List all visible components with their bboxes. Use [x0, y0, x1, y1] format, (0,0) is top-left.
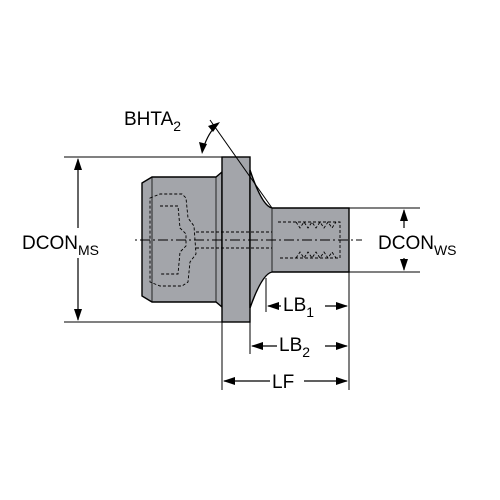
lb1-arrow-left	[267, 302, 279, 310]
lf-label-bg	[270, 368, 304, 394]
bhta-label-main: BHTA	[124, 109, 174, 130]
lb1-label-sub: 1	[306, 304, 314, 320]
hidden-thread-teeth-bottom	[295, 251, 337, 259]
dcon-ws-arrow-top	[400, 209, 408, 221]
dcon-ms-label-main: DCON	[22, 233, 78, 254]
lf-label: LF	[272, 372, 294, 393]
machine-side-shank	[141, 170, 223, 309]
dcon-ms-label-bg	[20, 228, 135, 258]
dcon-ws-label-bg	[376, 228, 486, 258]
lb1-label-bg	[281, 292, 325, 318]
hidden-bore-left-inner	[160, 205, 187, 275]
bhta-dimension: BHTA2	[124, 109, 273, 209]
hidden-bore-left	[149, 193, 197, 287]
dcon-ms-dimension: DCONMS	[20, 156, 222, 323]
bhta-label-sub: 2	[173, 118, 181, 134]
lf-arrow-left	[223, 377, 235, 385]
dcon-ws-arrow-bottom	[400, 259, 408, 271]
dcon-ws-label-sub: WS	[434, 242, 457, 258]
dcon-ms-arrow-bottom	[74, 309, 82, 321]
lb1-label: LB1	[283, 295, 314, 320]
dcon-ws-dimension: DCONWS	[349, 207, 486, 273]
lb2-label-main: LB	[279, 335, 302, 356]
lb2-label-bg	[277, 332, 325, 358]
lf-arrow-right	[336, 377, 348, 385]
bhta-arrow-upper	[208, 122, 220, 132]
lb2-arrow-right	[336, 342, 348, 350]
hidden-thread-teeth-top	[295, 221, 337, 229]
dcon-ws-label: DCONWS	[378, 233, 457, 258]
bhta-arrow-lower	[199, 142, 207, 154]
dcon-ms-label: DCONMS	[22, 233, 99, 258]
lb1-label-main: LB	[283, 295, 306, 316]
workpiece-side-neck	[249, 169, 350, 309]
lb1-arrow-right	[336, 302, 348, 310]
bhta-leader-line	[209, 119, 273, 209]
bhta-label: BHTA2	[124, 109, 181, 134]
lb2-label-sub: 2	[302, 344, 310, 360]
lb2-label: LB2	[279, 335, 310, 360]
dcon-ms-label-sub: MS	[78, 242, 99, 258]
dcon-ws-label-main: DCON	[378, 233, 434, 254]
length-dimensions: LB1 LB2 LF	[221, 272, 350, 394]
dcon-ms-arrow-top	[74, 158, 82, 170]
flange	[221, 156, 251, 323]
lb2-arrow-left	[251, 342, 263, 350]
